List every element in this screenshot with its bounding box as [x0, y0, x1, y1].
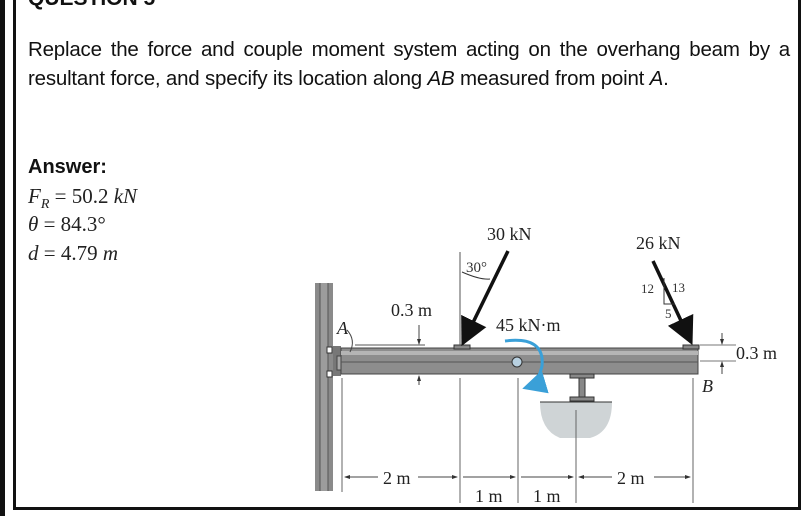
question-title: QUESTION 5	[28, 0, 155, 11]
fr-unit: kN	[113, 184, 138, 208]
depth-dimension-right	[700, 333, 736, 374]
point-a-ref: A	[649, 67, 664, 90]
point-a-leader	[346, 329, 353, 353]
depth-right-label: 0.3 m	[736, 343, 777, 363]
slope-5-label: 5	[665, 306, 672, 321]
fr-symbol: F	[28, 184, 41, 208]
slope-13-label: 13	[672, 280, 685, 295]
question-text-part: .	[663, 67, 669, 90]
point-b-label: B	[702, 376, 713, 396]
question-text-part: measured from point	[454, 67, 650, 90]
d-symbol: d	[28, 241, 39, 265]
force-26kn-label: 26 kN	[636, 233, 681, 253]
pin-point-icon	[511, 356, 523, 368]
fr-value: = 50.2	[49, 184, 114, 208]
theta-value: = 84.3°	[38, 212, 106, 236]
theta-symbol: θ	[28, 212, 39, 236]
force-26kn-arrow	[651, 260, 694, 346]
question-text-part: Replace the force and couple moment syst…	[28, 38, 790, 90]
dimension-label: 1 m	[533, 486, 561, 506]
wall-column	[315, 283, 333, 491]
dimension-label: 1 m	[475, 486, 503, 506]
segment-ab: AB	[427, 67, 455, 90]
angle-arc	[461, 271, 491, 280]
couple-moment-arrow	[504, 338, 549, 394]
couple-moment-label: 45 kN·m	[496, 315, 561, 335]
answer-resultant-force: FR = 50.2 kN	[28, 184, 137, 213]
depth-left-label: 0.3 m	[391, 300, 432, 320]
answer-angle: θ = 84.3°	[28, 212, 106, 237]
angle-30-label: 30°	[466, 260, 487, 276]
dimension-label: 2 m	[617, 468, 645, 488]
slope-triangle	[663, 278, 675, 305]
question-frame	[13, 0, 801, 510]
slope-12-label: 12	[641, 281, 654, 296]
question-text: Replace the force and couple moment syst…	[28, 35, 790, 93]
extension-lines	[341, 378, 694, 503]
fr-subscript: R	[40, 197, 50, 213]
depth-dimension-left	[355, 325, 425, 385]
answer-heading: Answer:	[28, 156, 107, 178]
force-30kn-arrow	[461, 250, 510, 347]
answer-distance: d = 4.79 m	[28, 241, 118, 266]
force-30kn-label: 30 kN	[487, 224, 532, 244]
d-unit: m	[102, 241, 119, 265]
point-a-label: A	[336, 318, 349, 338]
left-edge-bar	[0, 0, 5, 516]
d-value: = 4.79	[38, 241, 103, 265]
dimension-label: 2 m	[383, 468, 411, 488]
